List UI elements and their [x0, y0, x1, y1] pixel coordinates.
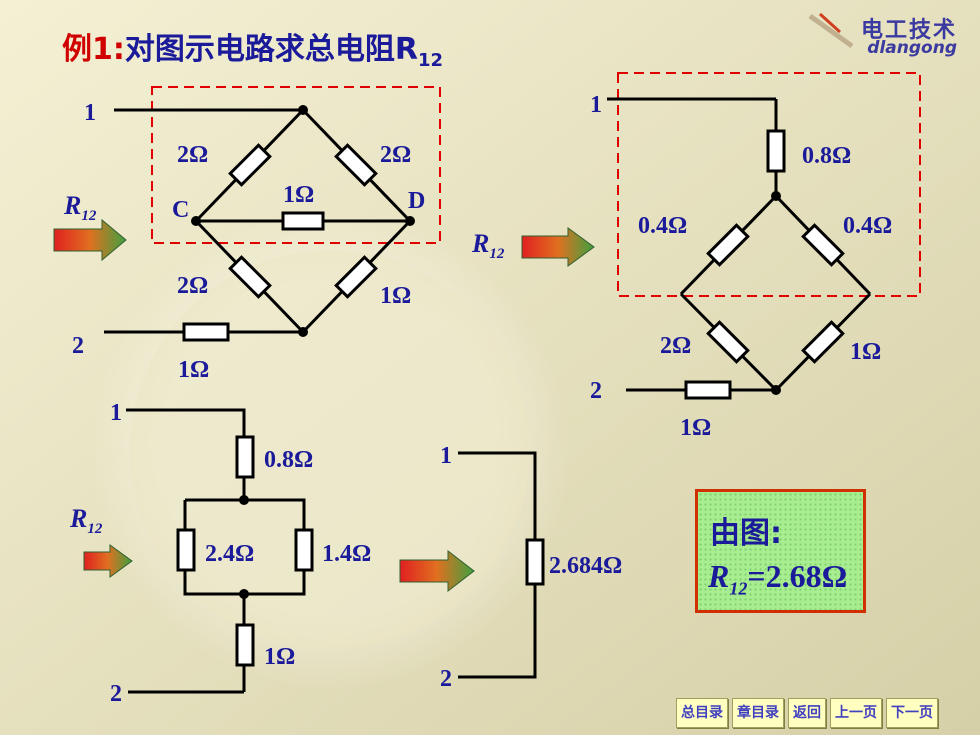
circuit-3: 1 2 0.8Ω 2.4Ω 1.4Ω 1Ω R12 [69, 400, 475, 707]
resistor [228, 143, 272, 187]
resistor [801, 223, 845, 267]
nav-back-button[interactable]: 返回 [788, 698, 826, 728]
terminal-1: 1 [110, 400, 122, 426]
nav-bar: 总目录 章目录 返回 上一页 下一页 [676, 698, 938, 728]
node-d: D [408, 188, 425, 214]
logo-en: dlangong [867, 38, 957, 58]
terminal-2: 2 [440, 666, 452, 692]
resistor [182, 322, 230, 342]
resistor-label: 1.4Ω [322, 541, 371, 567]
resistor [801, 320, 845, 364]
nav-home-button[interactable]: 总目录 [676, 698, 728, 728]
circuit-4: 1 2 2.684Ω [440, 443, 622, 692]
resistor [235, 623, 255, 667]
resistor-label: 2Ω [177, 273, 208, 299]
resistor-label: 0.4Ω [843, 213, 892, 239]
pen-icon [808, 12, 854, 49]
resistor-label: 0.8Ω [802, 143, 851, 169]
logo-cn: 电工技术 [860, 18, 957, 43]
example-number: 例1: [62, 32, 125, 67]
title-text: 对图示电路求总电阻R [124, 32, 418, 67]
nav-next-button[interactable]: 下一页 [886, 698, 938, 728]
terminal-1: 1 [590, 92, 602, 118]
resistor [766, 129, 786, 173]
title-subscript: 12 [417, 50, 444, 71]
equiv-label: R12 [69, 504, 103, 537]
page-title: 例1:对图示电路求总电阻R12 [62, 24, 443, 71]
resistor-label: 1Ω [380, 283, 411, 309]
terminal-2: 2 [72, 333, 84, 359]
resistor-label: 0.8Ω [264, 447, 313, 473]
resistor-label: 2Ω [660, 333, 691, 359]
resistor-label: 1Ω [264, 644, 295, 670]
dashed-box-1 [151, 86, 441, 244]
arrow-icon [521, 227, 595, 267]
resistor [281, 211, 325, 231]
result-caption: 由图: [710, 516, 782, 551]
resistor-label: 0.4Ω [638, 213, 687, 239]
terminal-1: 1 [440, 443, 452, 469]
nav-prev-button[interactable]: 上一页 [830, 698, 882, 728]
circuit-2: 1 2 0.8Ω 0.4Ω 0.4Ω 2Ω 1Ω 1Ω R12 [471, 72, 921, 441]
equiv-label: R12 [471, 229, 505, 262]
resistor-label: 1Ω [283, 182, 314, 208]
resistor [684, 380, 732, 400]
arrow-icon [53, 218, 127, 262]
resistor-label: 2Ω [380, 142, 411, 168]
resistor-label: 2.4Ω [205, 541, 254, 567]
result-value: R12=2.68Ω [708, 558, 848, 599]
resistor [235, 435, 255, 479]
resistor [334, 255, 378, 299]
resistor-label: 2Ω [177, 142, 208, 168]
resistor [706, 223, 750, 267]
resistor [706, 320, 750, 364]
resistor [525, 538, 545, 586]
circuit-1: 1 2 C D 2Ω 2Ω 1Ω 2Ω 1Ω 1Ω R12 [53, 86, 441, 383]
resistor-label: 1Ω [178, 357, 209, 383]
arrow-icon [83, 544, 133, 578]
arrow-icon [399, 549, 475, 593]
resistor [294, 528, 314, 572]
equiv-label: R12 [63, 191, 97, 224]
node-c: C [172, 197, 189, 223]
resistor [334, 143, 378, 187]
nav-chapter-button[interactable]: 章目录 [732, 698, 784, 728]
result-box: 由图: R12=2.68Ω [695, 489, 866, 613]
resistor [176, 528, 196, 572]
resistor [228, 255, 272, 299]
dashed-box-2 [617, 72, 921, 297]
resistor-label: 1Ω [850, 339, 881, 365]
logo: 电工技术 dlangong [800, 6, 975, 60]
terminal-2: 2 [590, 378, 602, 404]
resistor-label: 1Ω [680, 415, 711, 441]
terminal-2: 2 [110, 681, 122, 707]
terminal-1: 1 [84, 100, 96, 126]
resistor-label: 2.684Ω [549, 553, 622, 579]
